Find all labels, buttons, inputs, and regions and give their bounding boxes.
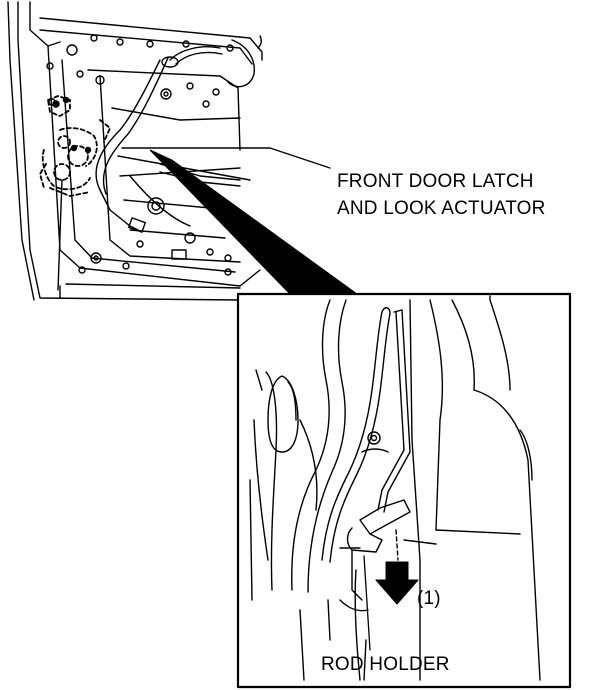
step-number-label: (1)	[417, 588, 441, 609]
callout-leader	[121, 147, 331, 169]
rod-holder-label: ROD HOLDER	[321, 654, 450, 675]
latch-harness	[39, 95, 111, 197]
latch-harness-fill	[52, 96, 92, 154]
callout-label-line-2: AND LOOK ACTUATOR	[337, 198, 546, 219]
rod-holder-leader	[363, 555, 371, 651]
door-panel	[7, 1, 263, 301]
detail-box	[236, 292, 572, 689]
down-arrow-icon	[375, 561, 419, 605]
callout-label-line-1: FRONT DOOR LATCH	[337, 171, 534, 192]
